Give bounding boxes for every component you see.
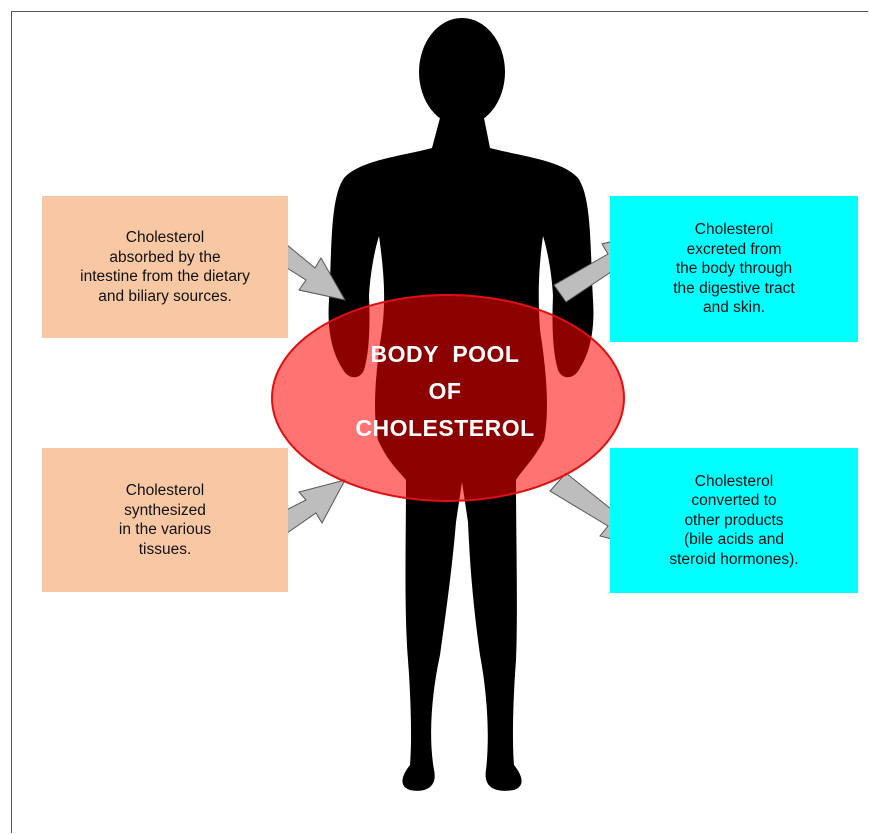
- input-box-synthesized-text: Cholesterol synthesized in the various t…: [118, 481, 212, 559]
- input-box-absorbed: Cholesterol absorbed by the intestine fr…: [42, 196, 288, 338]
- body-pool-ellipse: [271, 294, 625, 502]
- body-pool-label: BODY POOL OF CHOLESTEROL: [355, 341, 535, 441]
- silhouette-head: [419, 18, 505, 126]
- output-box-excreted-text: Cholesterol excreted from the body throu…: [673, 221, 795, 317]
- input-box-absorbed-text: Cholesterol absorbed by the intestine fr…: [80, 228, 250, 306]
- output-box-converted-text: Cholesterol converted to other products …: [669, 472, 799, 568]
- output-box-excreted: Cholesterol excreted from the body throu…: [610, 196, 858, 342]
- output-box-converted: Cholesterol converted to other products …: [610, 448, 858, 593]
- input-box-synthesized: Cholesterol synthesized in the various t…: [42, 448, 288, 592]
- figure-frame: [11, 11, 868, 833]
